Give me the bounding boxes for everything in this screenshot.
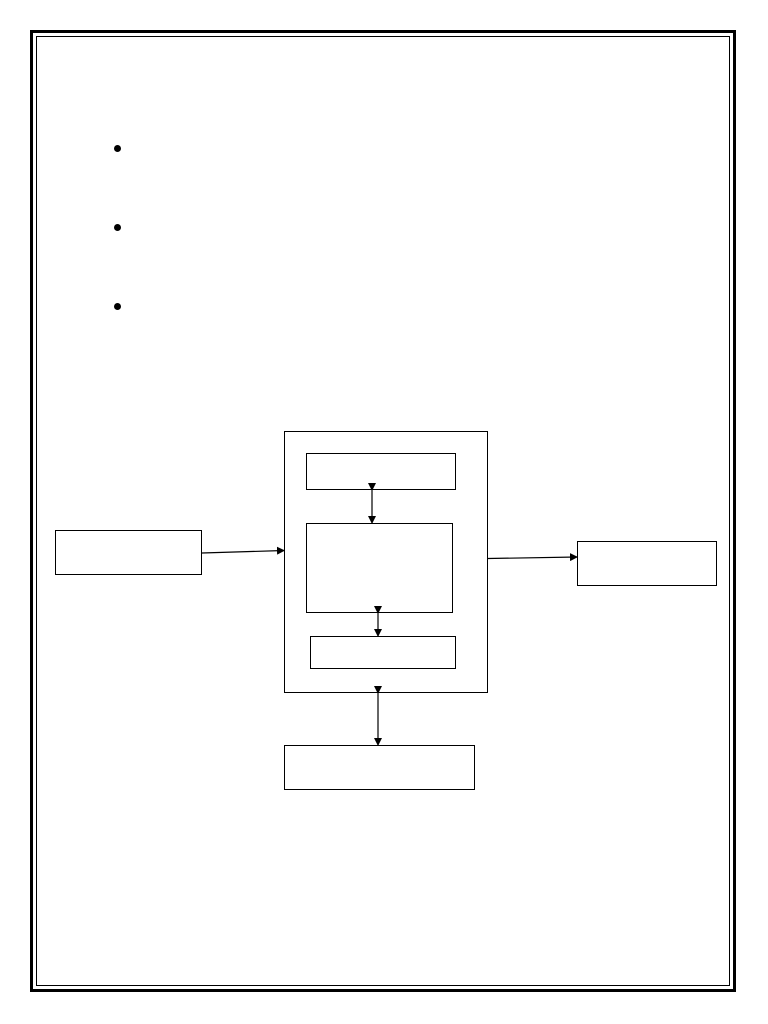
bullet-dot-icon xyxy=(114,302,121,310)
bullet-item-1 xyxy=(106,138,666,158)
output-block xyxy=(577,541,717,586)
bullet-dot-icon xyxy=(114,223,121,231)
center-block xyxy=(306,523,453,613)
system-to-output-arrow xyxy=(487,553,578,562)
top-block xyxy=(306,453,456,490)
page-border-outer xyxy=(30,30,736,992)
input-to-system-arrow xyxy=(201,546,285,555)
bullet-dot-icon xyxy=(114,144,121,152)
input-block xyxy=(55,530,202,575)
lower-block xyxy=(310,636,456,669)
bullet-item-2 xyxy=(106,217,666,237)
page-border-inner xyxy=(36,36,730,986)
bottom-block xyxy=(284,745,475,790)
bullet-item-3 xyxy=(106,296,666,316)
